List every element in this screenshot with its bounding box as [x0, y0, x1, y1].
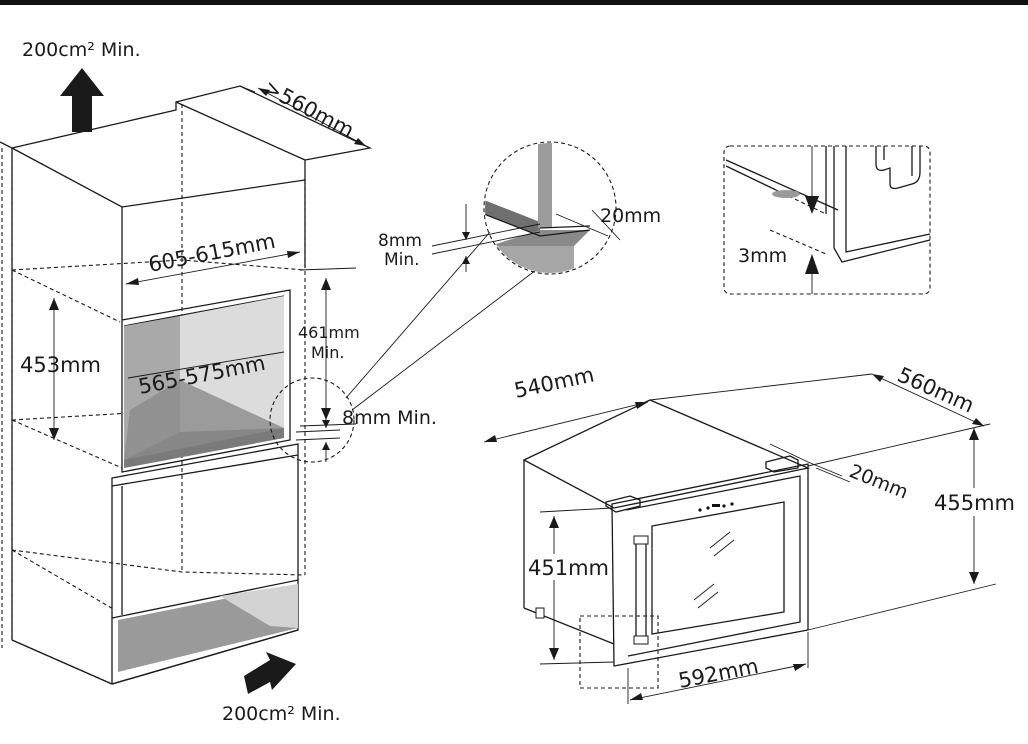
gap-dimension: [295, 412, 341, 462]
appliance-door-height-label: 451mm: [528, 556, 609, 580]
cabinet-drawing: [0, 85, 373, 685]
cabinet-width-label: 605-615mm: [146, 229, 277, 277]
height-min-label: Min.: [311, 343, 344, 362]
zoom-depth-dimension: [555, 209, 621, 241]
appliance-door-height-dimension: [539, 507, 615, 665]
appliance-width-top-label: 540mm: [512, 363, 596, 403]
appliance-height-dimension: [807, 428, 997, 631]
appliance-depth-dimension: [649, 373, 991, 467]
top-vent-label: 200cm² Min.: [22, 39, 141, 61]
cabinet-depth-dimension: [239, 85, 367, 147]
appliance-drawing: [522, 399, 811, 689]
bottom-vent-label: 200cm² Min.: [222, 703, 341, 725]
appliance-door-offset-label: 20mm: [846, 460, 911, 503]
feet-detail: [723, 145, 931, 295]
appliance-door-offset-dimension: [769, 443, 851, 483]
opening-height-label: 453mm: [20, 353, 101, 377]
bottom-vent-arrow: [244, 652, 296, 694]
appliance-height-label: 455mm: [934, 491, 1015, 515]
appliance-width-front-label: 592mm: [676, 654, 760, 693]
appliance-door-height-label-bg: [526, 554, 612, 580]
cabinet-depth-label: >560mm: [260, 75, 358, 142]
height-min-value: 461mm: [298, 323, 360, 342]
zoom-gap-dimension: [431, 204, 541, 272]
zoom-gap-label: Min.: [384, 250, 420, 270]
appliance-depth-label: 560mm: [894, 363, 978, 418]
appliance-width-front-dimension: [627, 632, 809, 704]
feet-clearance-label: 3mm: [738, 245, 787, 267]
gap-label: 8mm Min.: [342, 407, 437, 429]
appliance-width-top-dimension: [483, 401, 649, 443]
appliance-height-label-bg: [930, 488, 1022, 516]
opening-height-dimension: [49, 298, 59, 440]
zoom-detail: [483, 141, 617, 275]
callout-circle: [269, 377, 355, 463]
inner-width-dimension: [127, 351, 285, 379]
top-border: [0, 0, 1028, 5]
top-vent-arrow: [60, 68, 104, 132]
zoom-depth-label: 20mm: [600, 205, 661, 227]
zoom-gap-value: 8mm: [378, 231, 422, 251]
cabinet-width-dimension: [125, 251, 301, 285]
